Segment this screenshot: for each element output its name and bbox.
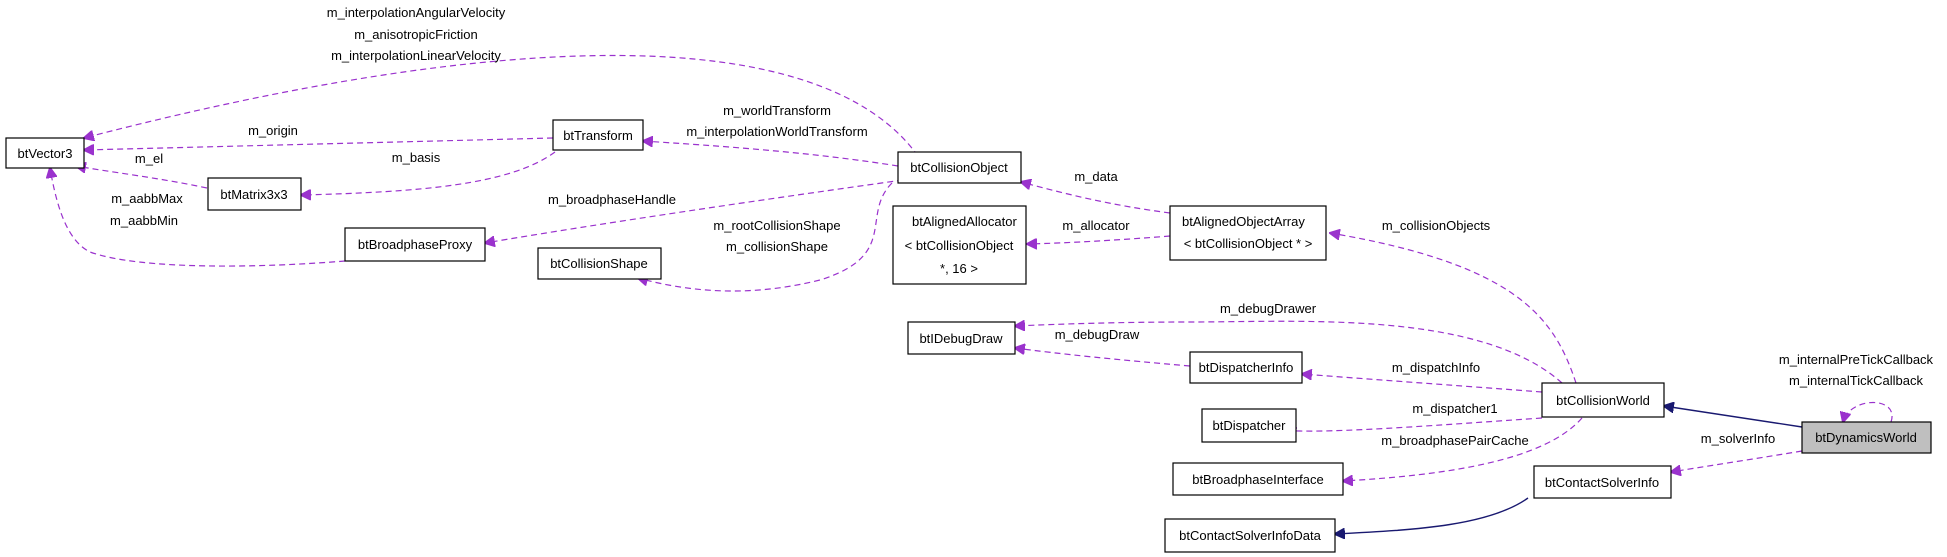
edge-label: m_data xyxy=(1074,169,1118,184)
node-bttransform[interactable]: btTransform xyxy=(552,119,644,151)
node-label: < btCollisionObject xyxy=(905,238,1014,253)
edge-collision-object-to-transform: m_worldTransform m_interpolationWorldTra… xyxy=(643,103,899,167)
node-btcontactsolverinfodata[interactable]: btContactSolverInfoData xyxy=(1164,518,1336,553)
edge-label: m_dispatchInfo xyxy=(1392,360,1480,375)
node-label: *, 16 > xyxy=(940,261,978,276)
node-label: btDispatcher xyxy=(1213,418,1287,433)
edge-label: m_aabbMin xyxy=(110,213,178,228)
node-label: < btCollisionObject * > xyxy=(1184,236,1313,251)
edge-label: m_broadphasePairCache xyxy=(1381,433,1528,448)
edge-label: m_origin xyxy=(248,123,298,138)
edge-label: m_aabbMax xyxy=(111,191,183,206)
node-label: btDynamicsWorld xyxy=(1815,430,1917,445)
node-btvector3[interactable]: btVector3 xyxy=(5,137,85,169)
edge-label: m_worldTransform xyxy=(723,103,831,118)
edge-label: m_anisotropicFriction xyxy=(354,27,478,42)
edge-label: m_basis xyxy=(392,150,441,165)
node-label: btContactSolverInfoData xyxy=(1179,528,1321,543)
node-label: btIDebugDraw xyxy=(919,331,1003,346)
edge-label: m_el xyxy=(135,151,163,166)
node-btcollisionworld[interactable]: btCollisionWorld xyxy=(1541,382,1665,418)
edge-label: m_debugDrawer xyxy=(1220,301,1317,316)
edge-broadphase-proxy-to-vector3: m_aabbMax m_aabbMin xyxy=(50,168,346,267)
edge-label: m_broadphaseHandle xyxy=(548,192,676,207)
edge-dynamics-world-to-contact-solver-info: m_solverInfo xyxy=(1671,431,1803,472)
edge-label: m_collisionObjects xyxy=(1382,218,1491,233)
node-label: btMatrix3x3 xyxy=(220,187,287,202)
edge-transform-to-vector3: m_origin xyxy=(84,123,554,150)
node-btalignedallocator[interactable]: btAlignedAllocator < btCollisionObject *… xyxy=(892,205,1027,285)
edge-label: m_rootCollisionShape xyxy=(713,218,840,233)
edge-contact-solver-info-inherits-data xyxy=(1335,497,1529,534)
node-btcollisionobject[interactable]: btCollisionObject xyxy=(897,151,1022,184)
node-label: btCollisionShape xyxy=(550,256,648,271)
node-btcontactsolverinfo[interactable]: btContactSolverInfo xyxy=(1533,465,1672,499)
edge-aligned-object-array-to-collision-object: m_data xyxy=(1021,169,1171,214)
edge-aligned-object-array-to-aligned-allocator: m_allocator xyxy=(1027,218,1171,244)
node-btdynamicsworld[interactable]: btDynamicsWorld xyxy=(1801,421,1932,454)
edge-label: m_solverInfo xyxy=(1701,431,1775,446)
node-label: btAlignedAllocator xyxy=(912,214,1017,229)
edge-label: m_interpolationAngularVelocity xyxy=(327,5,506,20)
edge-collision-world-to-broadphase-interface: m_broadphasePairCache xyxy=(1343,417,1583,481)
edge-label: m_interpolationLinearVelocity xyxy=(331,48,501,63)
node-label: btCollisionWorld xyxy=(1556,393,1650,408)
node-label: btBroadphaseProxy xyxy=(358,237,473,252)
node-btmatrix3x3[interactable]: btMatrix3x3 xyxy=(207,177,302,211)
edge-dispatcher-info-to-idebug-draw: m_debugDraw xyxy=(1015,327,1191,367)
node-label: btTransform xyxy=(563,128,633,143)
node-label: btCollisionObject xyxy=(910,160,1008,175)
node-btdispatcher[interactable]: btDispatcher xyxy=(1201,408,1297,443)
node-label: btDispatcherInfo xyxy=(1199,360,1294,375)
edge-collision-world-to-aligned-object-array: m_collisionObjects xyxy=(1330,218,1577,384)
edge-label: m_collisionShape xyxy=(726,239,828,254)
node-btbroadphaseproxy[interactable]: btBroadphaseProxy xyxy=(344,227,486,262)
edge-label: m_allocator xyxy=(1062,218,1130,233)
node-label: btBroadphaseInterface xyxy=(1192,472,1324,487)
node-label: btContactSolverInfo xyxy=(1545,475,1659,490)
node-label: btVector3 xyxy=(18,146,73,161)
edge-collision-world-to-dispatcher: m_dispatcher1 xyxy=(1238,401,1543,431)
node-btbroadphaseinterface[interactable]: btBroadphaseInterface xyxy=(1172,462,1344,496)
node-btidebugdraw[interactable]: btIDebugDraw xyxy=(907,321,1016,355)
node-btdispatcherinfo[interactable]: btDispatcherInfo xyxy=(1189,351,1303,384)
edge-collision-object-to-vector3: m_interpolationAngularVelocity m_anisotr… xyxy=(84,5,919,157)
edge-transform-to-matrix3x3: m_basis xyxy=(301,150,556,195)
node-label: btAlignedObjectArray xyxy=(1182,214,1305,229)
edge-collision-world-to-dispatcher-info: m_dispatchInfo xyxy=(1302,360,1543,393)
edge-label: m_dispatcher1 xyxy=(1412,401,1497,416)
edge-matrix3x3-to-vector3: m_el xyxy=(76,151,208,189)
edge-collision-object-to-collision-shape: m_rootCollisionShape m_collisionShape xyxy=(638,182,893,292)
edge-collision-world-to-idebug-draw: m_debugDrawer xyxy=(1015,301,1563,384)
node-btalignedobjectarray[interactable]: btAlignedObjectArray < btCollisionObject… xyxy=(1169,205,1327,261)
edge-dynamics-world-inherits-collision-world xyxy=(1664,406,1803,428)
edges-layer: m_interpolationAngularVelocity m_anisotr… xyxy=(50,5,1934,534)
edge-label: m_interpolationWorldTransform xyxy=(686,124,867,139)
node-btcollisionshape[interactable]: btCollisionShape xyxy=(537,247,662,280)
edge-label: m_internalTickCallback xyxy=(1789,373,1923,388)
edge-dynamics-world-self: m_internalPreTickCallback m_internalTick… xyxy=(1779,352,1934,422)
edge-label: m_internalPreTickCallback xyxy=(1779,352,1934,367)
edge-label: m_debugDraw xyxy=(1055,327,1140,342)
nodes-layer: btVector3 btTransform btMatrix3x3 btBroa… xyxy=(5,119,1932,553)
edge-collision-object-to-broadphase-proxy: m_broadphaseHandle xyxy=(485,179,904,243)
